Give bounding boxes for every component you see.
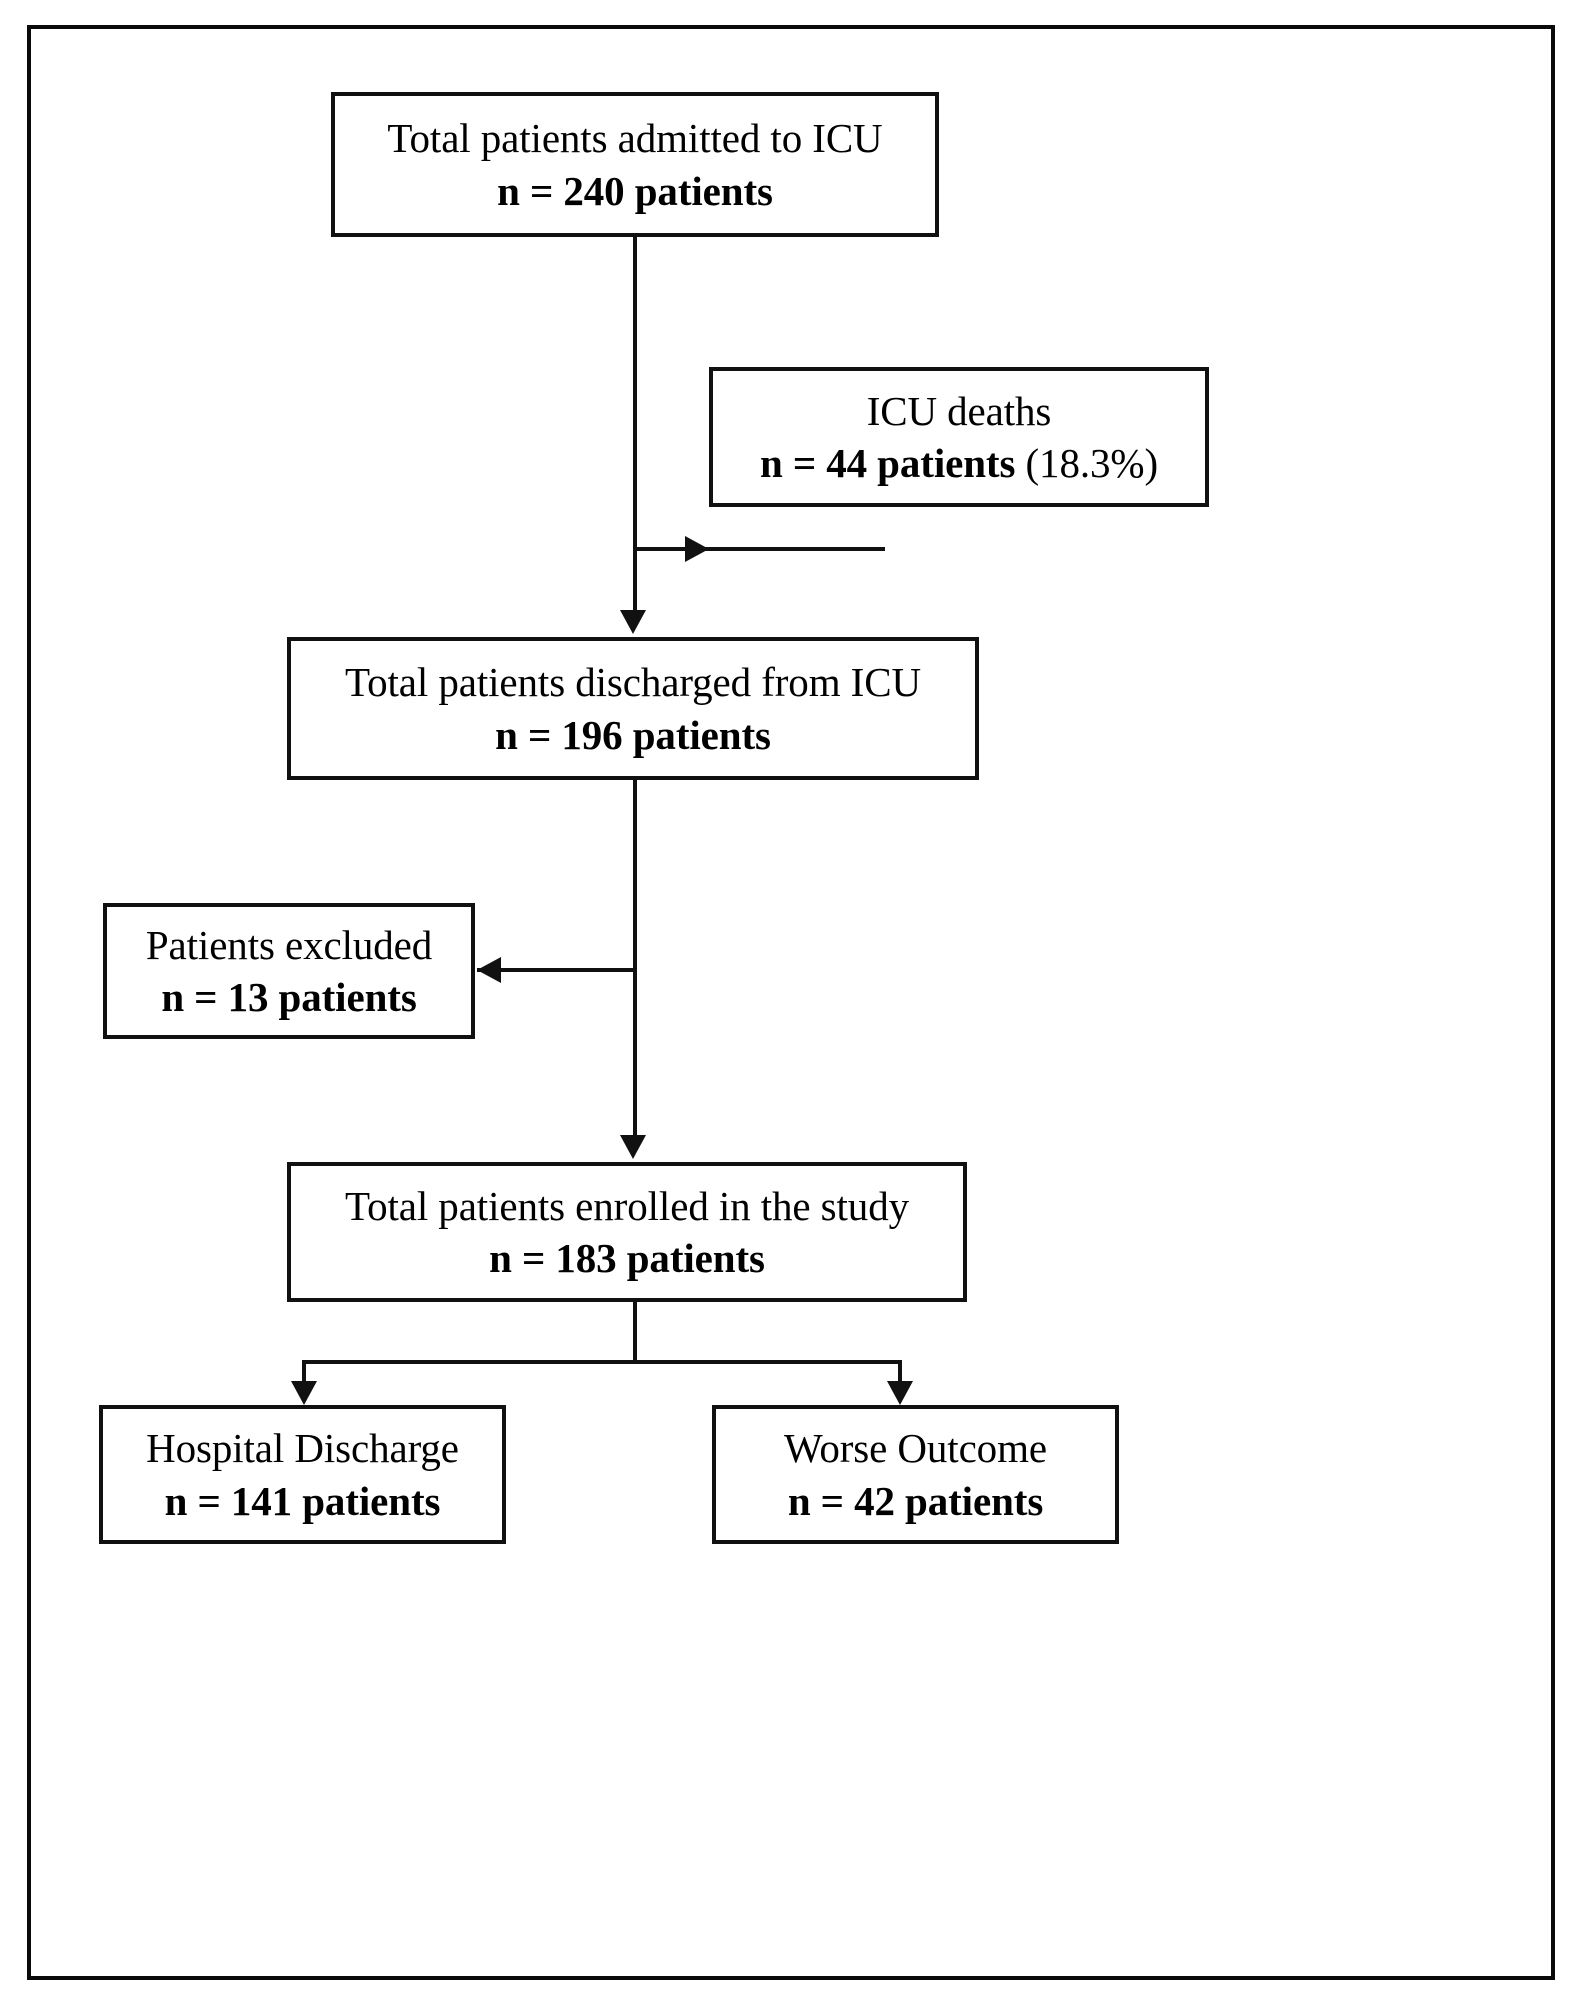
arrowhead-into-excluded [477,957,501,983]
connector-admitted-to-icu-deaths [635,547,885,551]
node-total-enrolled: Total patients enrolled in the study n =… [287,1162,967,1302]
connector-admitted-to-discharged-stem [633,237,637,610]
node-admitted-title: Total patients admitted to ICU [387,115,883,162]
arrowhead-into-hospital-discharge [291,1381,317,1405]
connector-discharged-to-enrolled-stem [633,780,637,1135]
node-excluded-title: Patients excluded [145,921,433,968]
arrowhead-into-discharged [620,610,646,634]
connector-discharged-to-excluded [477,968,637,972]
node-worse-count: n = 42 patients [787,1477,1044,1524]
connector-enrolled-split-stem [633,1302,637,1360]
arrowhead-into-icu-deaths [685,536,709,562]
node-enrolled-count: n = 183 patients [489,1235,765,1281]
node-excluded-count: n = 13 patients [161,974,417,1020]
node-hospital-count: n = 141 patients [165,1477,441,1525]
arrowhead-into-worse-outcome [887,1381,913,1405]
node-worse-outcome: Worse Outcome n = 42 patients [712,1405,1119,1544]
node-patients-excluded: Patients excluded n = 13 patients [103,903,475,1039]
connector-split-right-drop [898,1360,902,1381]
node-icu-deaths-title: ICU deaths [866,387,1052,434]
node-icu-deaths-count-value: n = 44 patients [759,440,1016,486]
node-enrolled-title: Total patients enrolled in the study [345,1182,909,1229]
node-icu-deaths: ICU deaths n = 44 patients (18.3%) [709,367,1209,507]
node-hospital-discharge: Hospital Discharge n = 141 patients [99,1405,506,1544]
node-worse-title: Worse Outcome [784,1425,1047,1472]
node-discharged-count: n = 196 patients [495,711,771,758]
connector-split-left-drop [302,1360,306,1381]
node-admitted-count: n = 240 patients [497,167,773,214]
node-icu-deaths-percent: (18.3%) [1015,440,1159,486]
node-hospital-title: Hospital Discharge [146,1425,459,1472]
node-icu-deaths-count: n = 44 patients (18.3%) [760,439,1158,487]
node-total-admitted: Total patients admitted to ICU n = 240 p… [331,92,939,237]
node-hospital-count-tail: ts [410,1477,441,1524]
figure-outer-border: Total patients admitted to ICU n = 240 p… [27,25,1555,1980]
arrowhead-into-enrolled [620,1135,646,1159]
node-hospital-count-value: n = 141 patien [164,1477,411,1524]
connector-enrolled-split-bar [302,1360,902,1364]
node-total-discharged: Total patients discharged from ICU n = 1… [287,637,979,780]
node-discharged-title: Total patients discharged from ICU [345,659,921,706]
